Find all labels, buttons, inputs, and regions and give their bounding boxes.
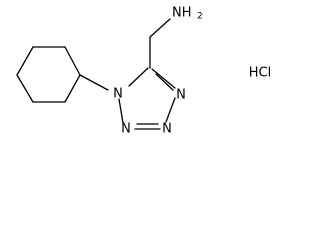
n2-label: N (176, 88, 186, 103)
n4-label: N (121, 122, 131, 137)
ring-double-bond (155, 73, 174, 91)
ring-bond (64, 74, 81, 103)
tetrazole-ring (118, 67, 176, 130)
cyclohexyl-ring (16, 46, 81, 103)
ring-bond (128, 67, 149, 87)
amine-subscript: 2 (197, 12, 203, 22)
ring-bond (64, 46, 81, 76)
ring-bond (165, 97, 176, 123)
ring-bond (151, 68, 176, 89)
ring-bond (118, 98, 124, 124)
ring-bond (16, 46, 34, 76)
amine-label: NH (172, 6, 192, 21)
chemical-structure: NH 2 N N N N HCl (16, 6, 271, 137)
n1-label: N (113, 87, 123, 102)
ring-bond (16, 74, 34, 103)
n1-cyclohexyl-bond (79, 74, 109, 91)
salt-label: HCl (249, 66, 271, 81)
ch2-nh2-bond (149, 18, 171, 38)
n3-label: N (162, 122, 172, 137)
